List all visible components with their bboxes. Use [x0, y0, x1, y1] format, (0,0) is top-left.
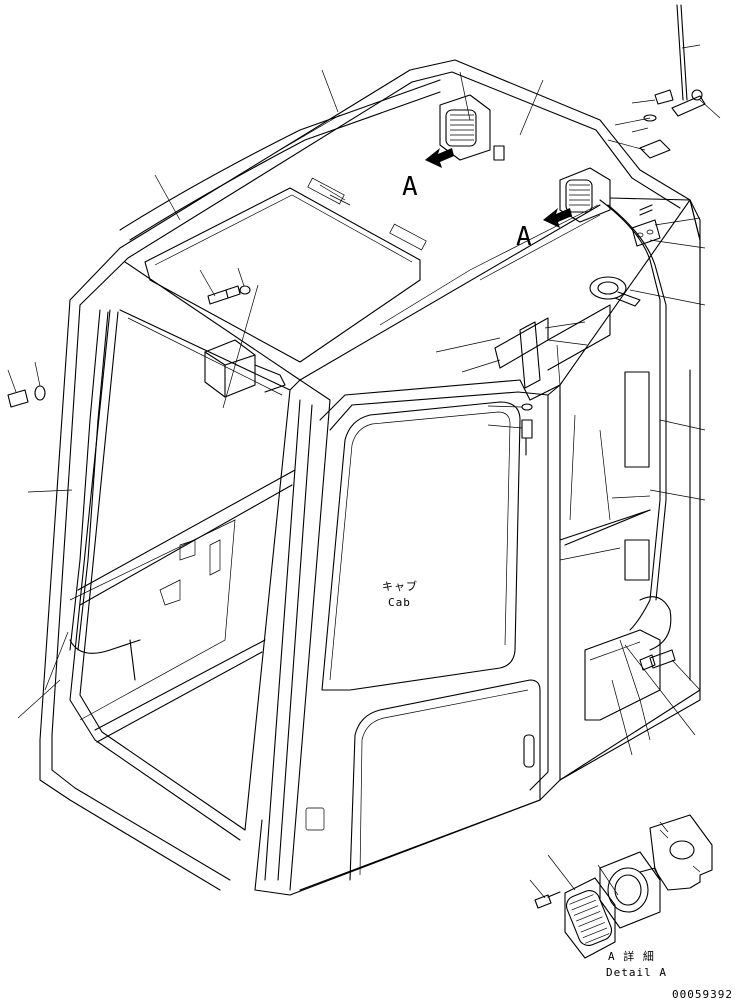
- detail-label-jp: A 詳 細: [608, 949, 655, 963]
- speaker-right: [559, 167, 611, 223]
- cab-label-en: Cab: [388, 596, 411, 609]
- speaker-left: [439, 94, 505, 161]
- connector-socket: [589, 276, 641, 307]
- view-mark-a-1: A: [402, 172, 418, 202]
- detail-a-assembly: [534, 814, 713, 959]
- bracket-right: [494, 304, 611, 456]
- view-arrow-2: [543, 208, 572, 228]
- view-mark-a-2: A: [516, 222, 532, 252]
- room-lamp: [204, 339, 286, 398]
- drawing-id: 00059392: [672, 988, 733, 1001]
- antenna-assembly: [631, 4, 706, 159]
- wire-harness: [69, 79, 672, 741]
- leader-lines: [7, 44, 721, 899]
- bolt-washer-left: [7, 385, 46, 408]
- clips-right: [631, 204, 661, 247]
- cab-body: [39, 59, 701, 896]
- view-arrow-1: [425, 148, 454, 168]
- bolt-lower-right: [639, 649, 676, 671]
- bolt-washer-roof: [207, 285, 251, 305]
- detail-label-en: Detail A: [606, 966, 667, 979]
- cab-label-jp: キャブ: [382, 579, 418, 593]
